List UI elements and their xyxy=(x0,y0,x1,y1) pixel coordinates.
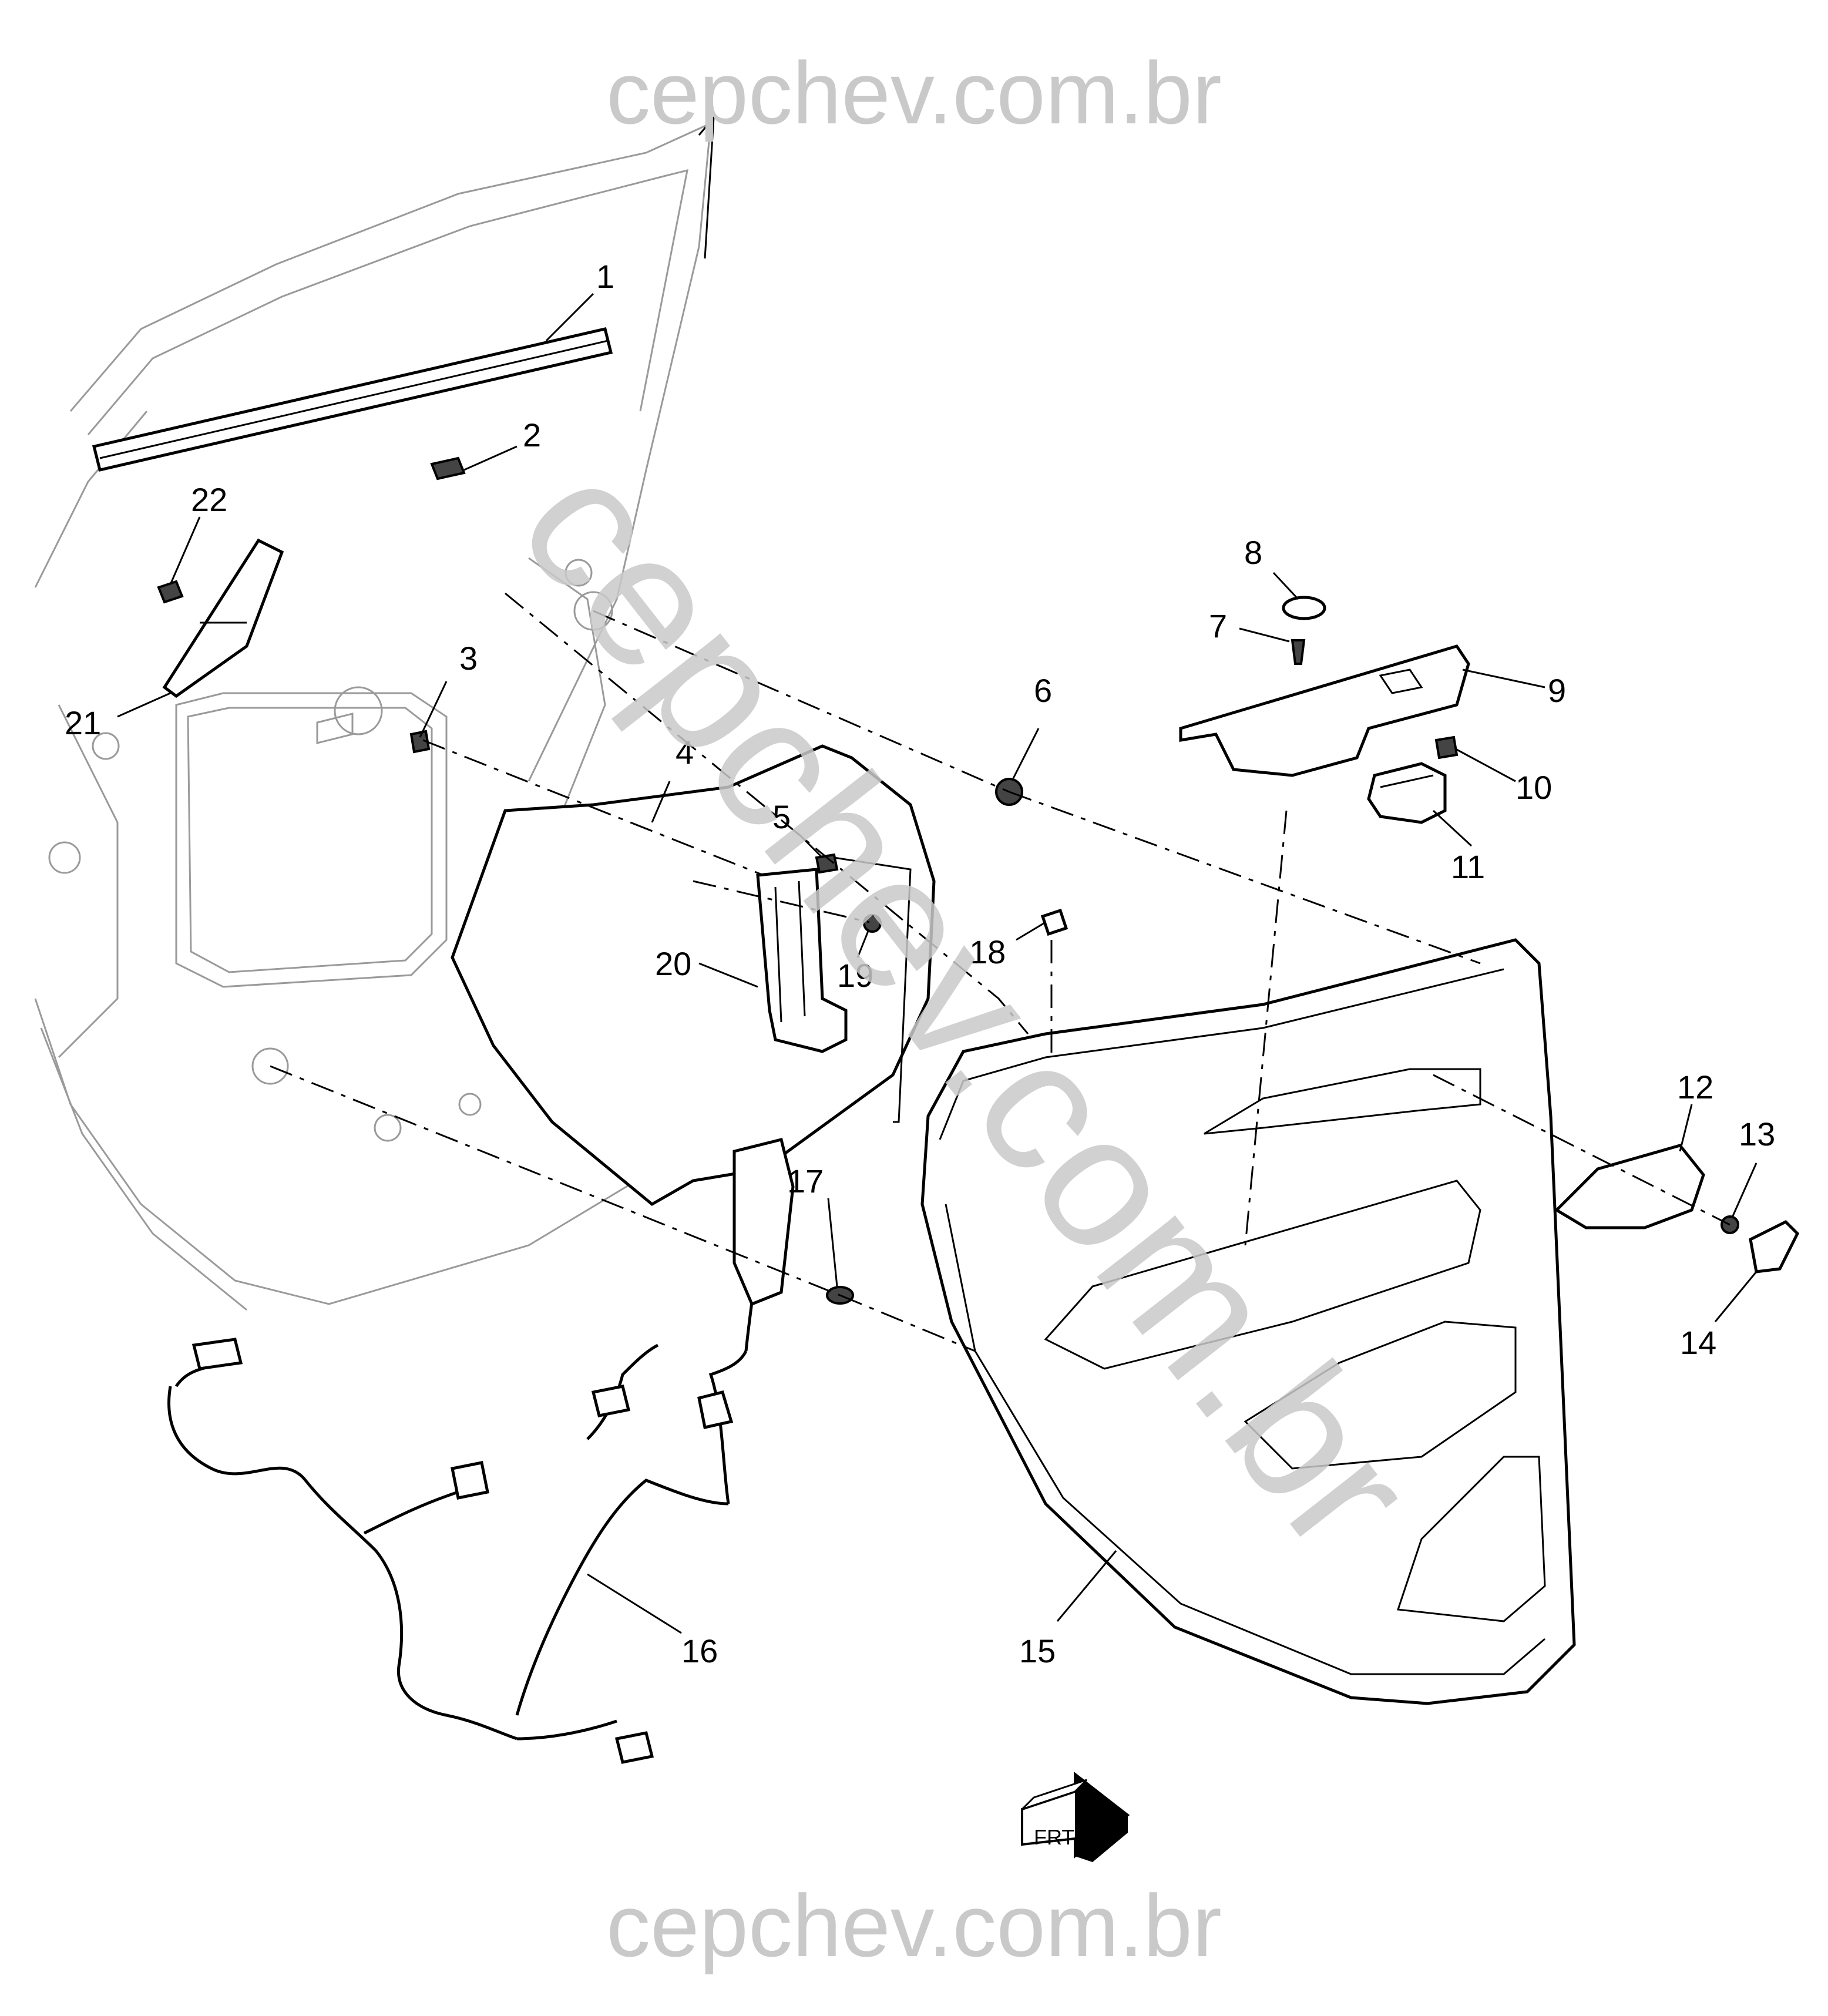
screw-19 xyxy=(863,914,882,933)
front-arrow-icon xyxy=(1021,1771,1130,1862)
trim-triangle-21 xyxy=(162,538,284,698)
screw-7 xyxy=(1291,639,1306,665)
callout-18: 18 xyxy=(969,933,1006,970)
callout-4: 4 xyxy=(676,734,694,771)
callout-11: 11 xyxy=(1451,848,1485,885)
callout-19: 19 xyxy=(837,957,873,994)
callout-21: 21 xyxy=(65,704,101,741)
callout-10: 10 xyxy=(1516,769,1552,806)
water-deflector-4 xyxy=(451,744,936,1207)
connector-10 xyxy=(1434,735,1459,760)
window-sealing-strip xyxy=(92,115,715,472)
window-switch-11 xyxy=(1367,762,1447,824)
callout-labels: 1 2 3 4 5 6 7 8 9 10 11 12 13 14 15 16 1… xyxy=(65,258,1775,1669)
callout-5: 5 xyxy=(772,798,791,835)
callout-14: 14 xyxy=(1680,1324,1716,1361)
callout-15: 15 xyxy=(1019,1632,1056,1669)
callout-20: 20 xyxy=(655,945,691,982)
inside-handle-12 xyxy=(1554,1144,1705,1229)
callout-3: 3 xyxy=(459,640,478,677)
clip-3 xyxy=(409,730,431,754)
clip-18 xyxy=(1040,908,1068,936)
leader-lines xyxy=(117,293,1758,1634)
callout-22: 22 xyxy=(191,481,227,518)
switch-panel-9 xyxy=(1179,644,1470,777)
door-trim-panel-15 xyxy=(920,938,1576,1705)
callout-2: 2 xyxy=(523,416,541,453)
wiring-harness-16 xyxy=(167,1137,795,1764)
clip-2 xyxy=(430,456,466,481)
screw-22 xyxy=(157,580,184,604)
screw-5 xyxy=(815,853,839,874)
alignment-lines xyxy=(270,592,1730,1352)
watermark-bottom: cepchev.com.br xyxy=(606,1876,1222,1975)
callout-7: 7 xyxy=(1209,607,1227,644)
callout-13: 13 xyxy=(1739,1115,1775,1153)
frt-label: FRT xyxy=(1034,1825,1074,1849)
callout-17: 17 xyxy=(787,1162,824,1199)
callout-16: 16 xyxy=(681,1632,718,1669)
watermark-top: cepchev.com.br xyxy=(606,43,1222,142)
front-direction-indicator: FRT xyxy=(1021,1771,1130,1862)
callout-1: 1 xyxy=(596,258,614,295)
bracket-20 xyxy=(756,868,848,1053)
callout-8: 8 xyxy=(1244,534,1262,571)
callout-12: 12 xyxy=(1677,1069,1713,1106)
callout-6: 6 xyxy=(1034,672,1052,709)
cap-8 xyxy=(1282,596,1326,620)
door-frame xyxy=(34,122,712,1311)
callout-9: 9 xyxy=(1548,672,1566,709)
cover-cap-14 xyxy=(1749,1219,1800,1274)
